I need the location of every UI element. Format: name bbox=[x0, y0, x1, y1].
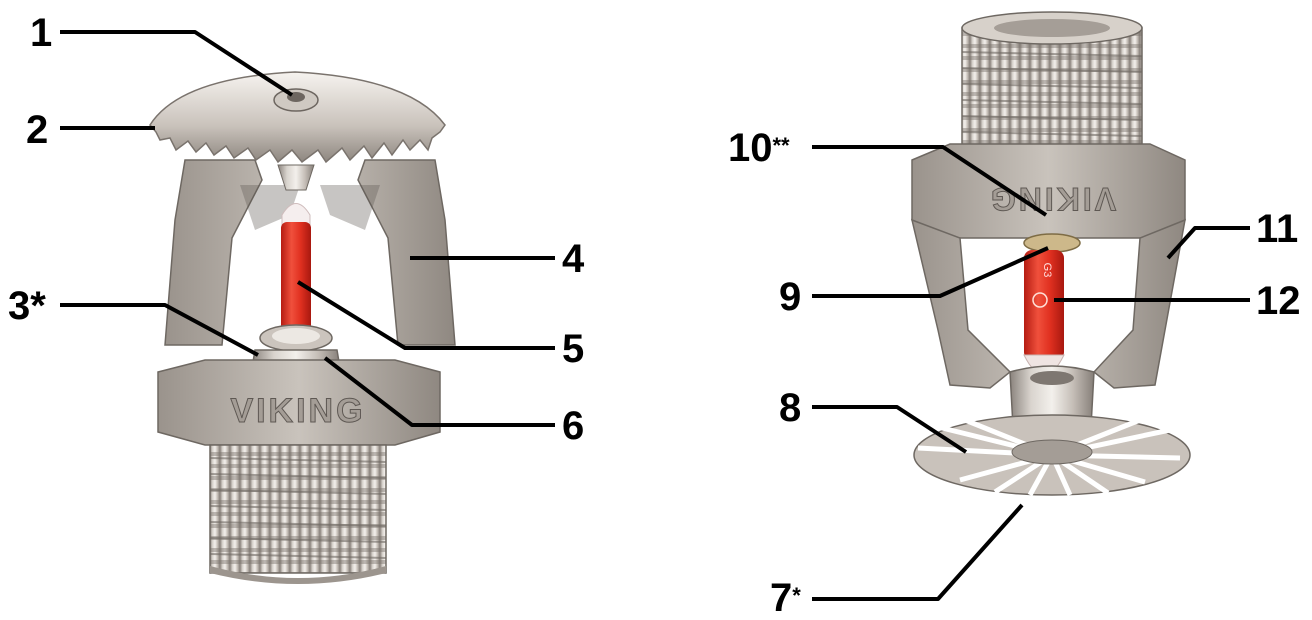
callout-4: 4 bbox=[562, 239, 584, 279]
callout-11: 11 bbox=[1256, 209, 1298, 249]
pendent-sprinkler: VIKING G3 bbox=[912, 12, 1190, 495]
pendent-glass-bulb: G3 bbox=[1024, 250, 1064, 375]
leader-3 bbox=[60, 305, 258, 355]
callout-10: 10** bbox=[728, 128, 790, 168]
callout-2: 2 bbox=[26, 110, 48, 150]
leader-7 bbox=[812, 505, 1022, 599]
pendent-deflector bbox=[914, 415, 1190, 495]
callout-12: 12 bbox=[1256, 281, 1301, 321]
callout-5: 5 bbox=[562, 329, 584, 369]
callout-3: 3* bbox=[8, 286, 46, 326]
upright-glass-bulb bbox=[281, 204, 311, 341]
upright-frame-engraving: VIKING bbox=[230, 392, 365, 430]
callout-9: 9 bbox=[779, 277, 801, 317]
pendent-body: VIKING bbox=[912, 144, 1185, 238]
pendent-frame-engraving: VIKING bbox=[988, 181, 1116, 217]
callout-7-mark: * bbox=[792, 583, 801, 608]
callout-7: 7* bbox=[770, 578, 801, 618]
upright-body: VIKING bbox=[158, 360, 440, 445]
callout-7-number: 7 bbox=[770, 576, 792, 620]
bulb-engraving: G3 bbox=[1041, 263, 1053, 278]
callout-6: 6 bbox=[562, 406, 584, 446]
callout-1: 1 bbox=[30, 13, 52, 53]
upright-sprinkler: VIKING bbox=[150, 72, 455, 584]
pendent-button bbox=[1024, 234, 1080, 252]
callout-8: 8 bbox=[779, 388, 801, 428]
callout-10-number: 10 bbox=[728, 126, 773, 170]
callout-10-mark: ** bbox=[773, 133, 790, 158]
upright-deflector bbox=[150, 72, 445, 162]
